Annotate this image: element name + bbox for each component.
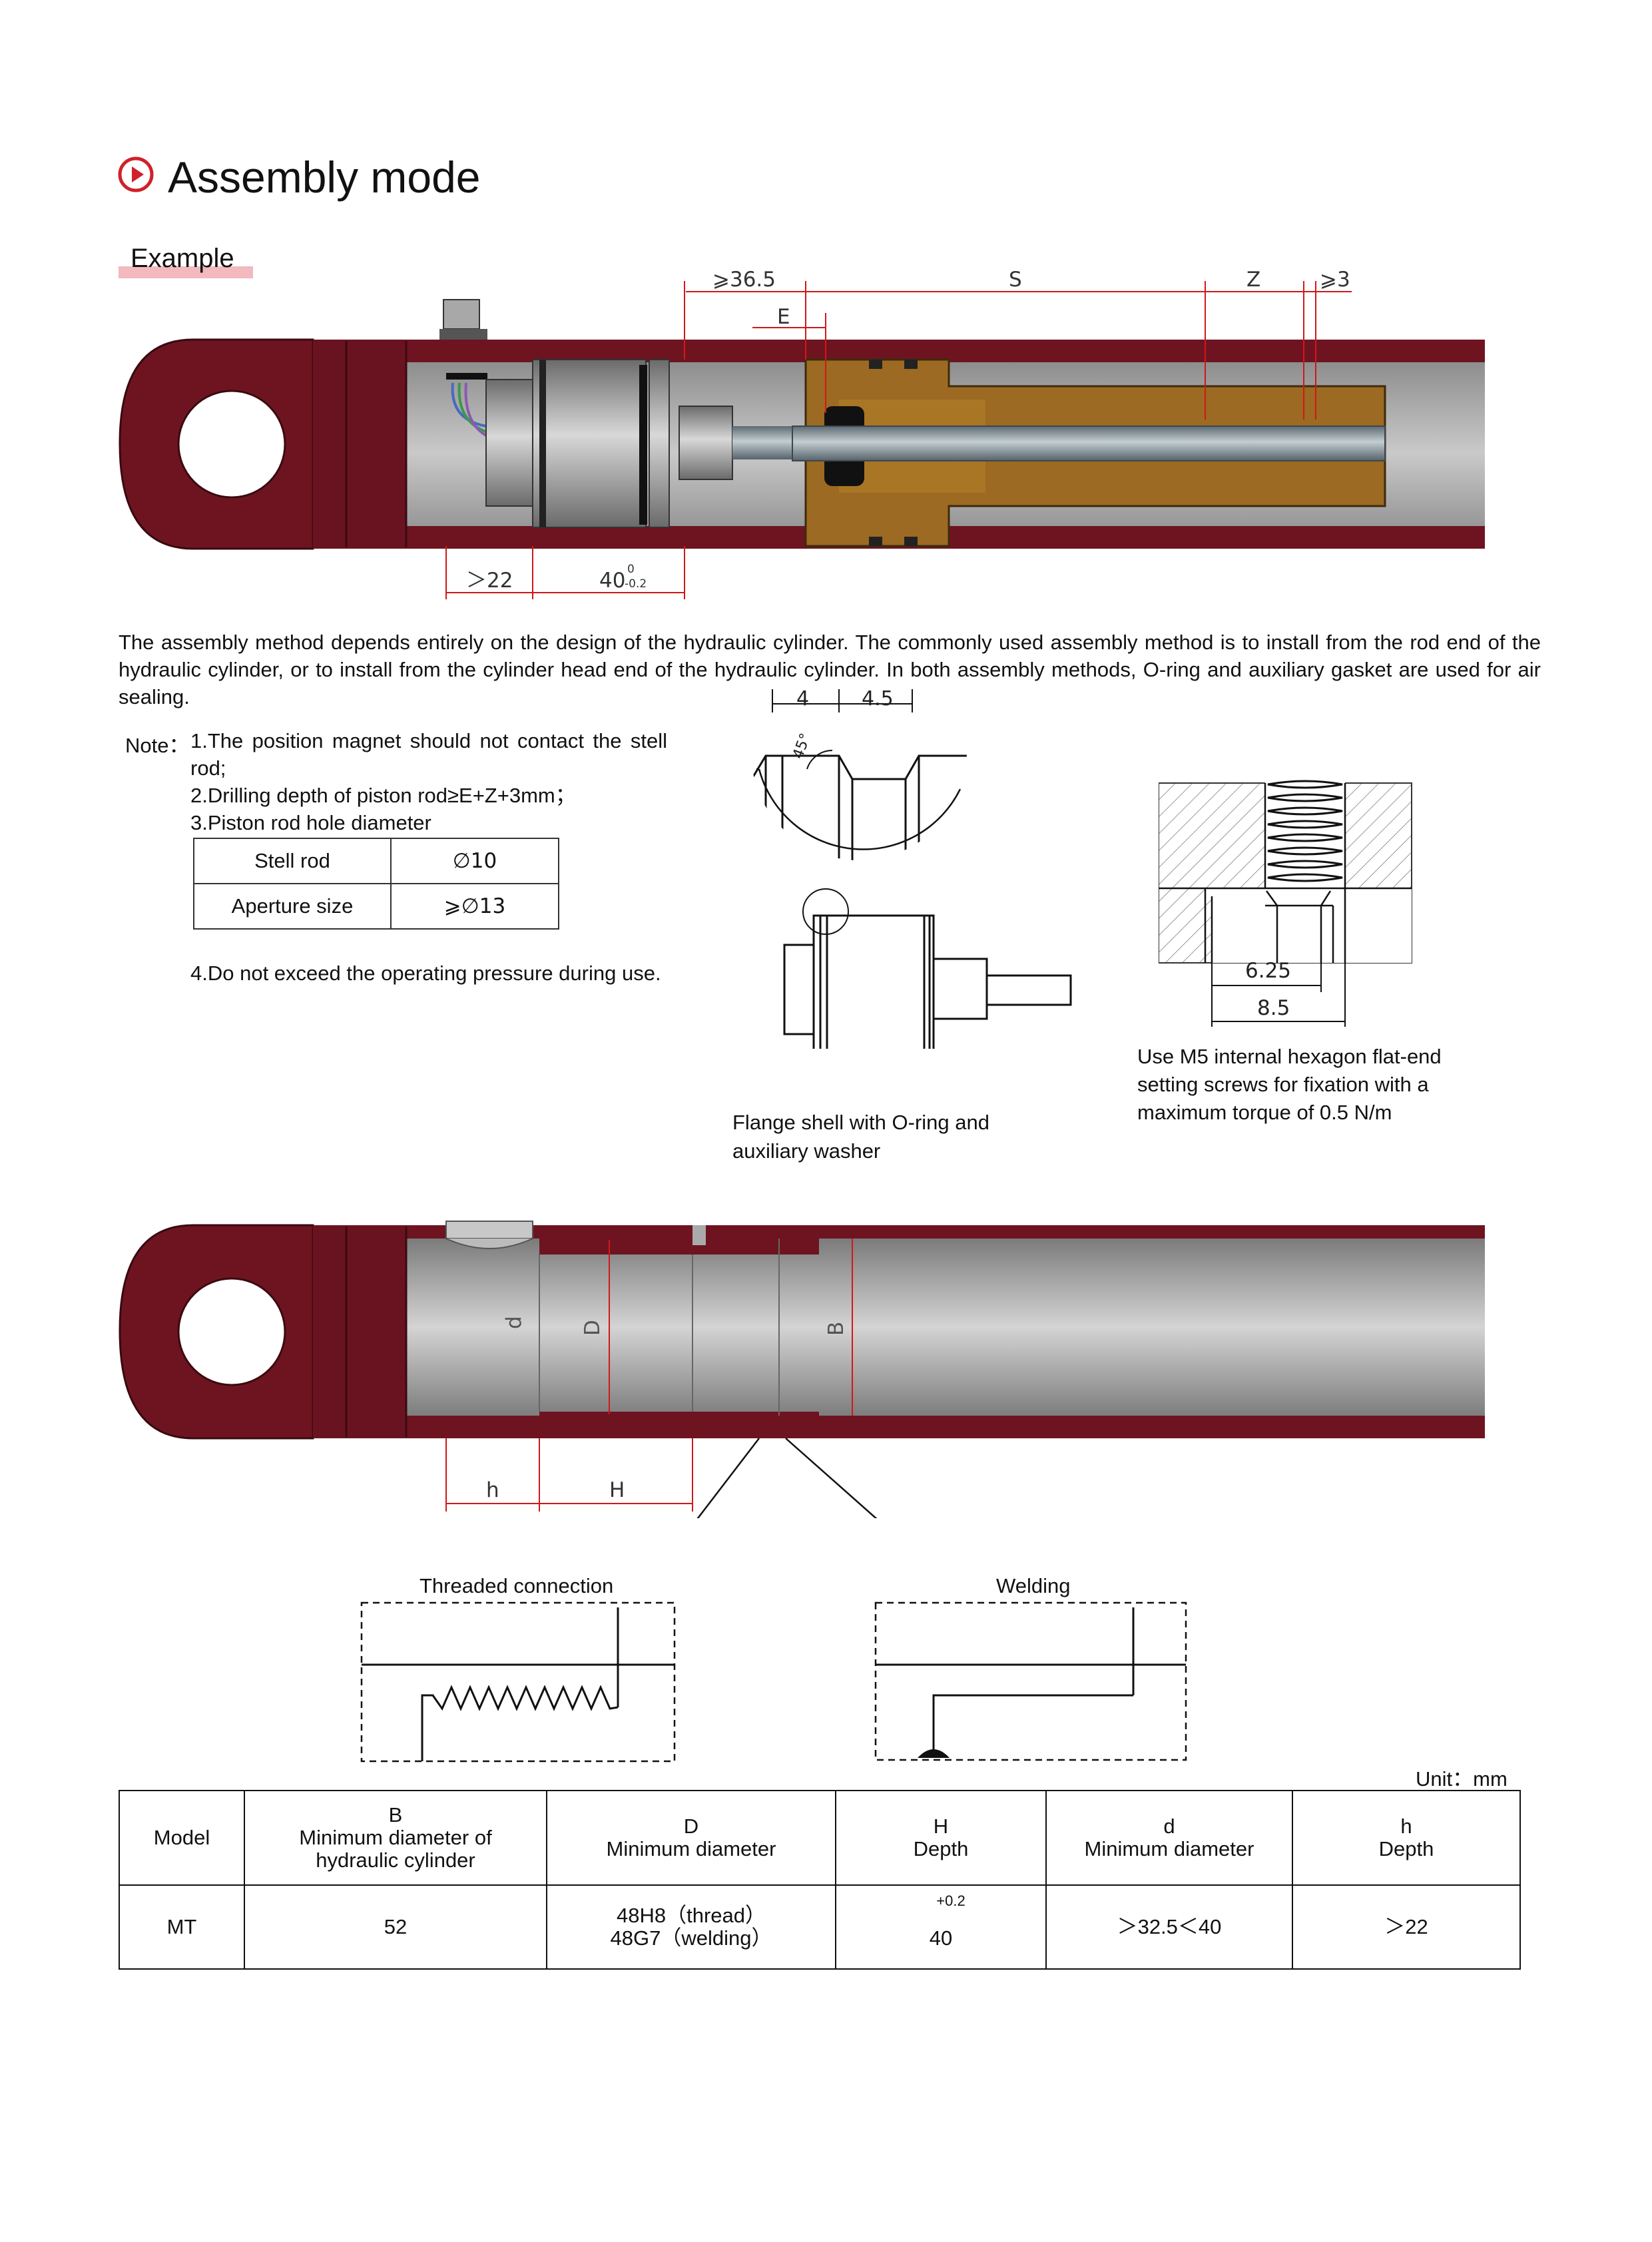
- screw-caption: Use M5 internal hexagon flat-end setting…: [1137, 1045, 1442, 1124]
- description-paragraph: The assembly method depends entirely on …: [119, 631, 1541, 708]
- dim-e: E: [777, 305, 790, 329]
- header-d: d Minimum diameter: [1045, 1790, 1293, 1886]
- spec-value: ⩾∅13: [390, 883, 559, 930]
- header-H: H Depth: [835, 1790, 1047, 1886]
- spec-label: Stell rod: [193, 838, 392, 884]
- play-circle-icon: [118, 156, 154, 192]
- page-title: Assembly mode: [168, 152, 481, 202]
- table-header-row: Model B Minimum diameter of hydraulic cy…: [119, 1790, 1521, 1886]
- piston-rod-spec-table: Stell rod ∅10 Aperture size ⩾∅13: [193, 838, 559, 930]
- top-cylinder-diagram: ⩾36.5 S Z ⩾3 E ＞22 40 0 -0.2: [119, 268, 1485, 599]
- section-underline: [119, 266, 253, 278]
- screw-dim-b: 8.5: [1257, 996, 1290, 1020]
- label-d: d: [502, 1316, 526, 1329]
- spec-value: ∅10: [390, 838, 559, 884]
- label-B: B: [824, 1322, 848, 1336]
- screw-dim-a: 6.25: [1245, 959, 1291, 983]
- flange-dim-b: 4.5: [862, 689, 894, 710]
- table-row: MT 52 48H8（thread） 48G7（welding） +0.2 40…: [119, 1884, 1521, 1970]
- flange-dim-a: 4: [796, 689, 809, 710]
- label-h: h: [486, 1478, 499, 1502]
- label-D: D: [581, 1320, 605, 1336]
- cell-H: +0.2 40: [835, 1884, 1047, 1970]
- spec-label: Aperture size: [193, 883, 392, 930]
- cell-h: ＞22: [1292, 1884, 1521, 1970]
- dim-3: ⩾3: [1320, 268, 1350, 292]
- note-2: 2.Drilling depth of piston rod≥E+Z+3mm；: [190, 784, 576, 807]
- section-label: Example: [131, 244, 234, 273]
- note-1: 1.The position magnet should not contact…: [190, 729, 667, 780]
- cell-D: 48H8（thread） 48G7（welding）: [546, 1884, 836, 1970]
- table-row: Stell rod ∅10: [193, 838, 559, 884]
- dim-36-5: ⩾36.5: [712, 268, 776, 292]
- dim-s: S: [1009, 268, 1022, 292]
- header-model: Model: [119, 1790, 245, 1886]
- unit-label: Unit：mm: [1416, 1767, 1508, 1791]
- note-label: Note：: [125, 734, 190, 757]
- dim-22: ＞22: [466, 569, 513, 593]
- flange-detail-diagram: 4 4.5 45°: [751, 689, 1072, 1049]
- threaded-connection-label: Threaded connection: [419, 1574, 614, 1597]
- cell-model: MT: [119, 1884, 245, 1970]
- model-dimension-table: Model B Minimum diameter of hydraulic cy…: [119, 1790, 1521, 1970]
- dim-40: 40: [599, 569, 625, 593]
- note-3: 3.Piston rod hole diameter: [190, 811, 431, 834]
- cell-b: 52: [244, 1884, 547, 1970]
- dim-z: Z: [1246, 268, 1260, 292]
- welding-diagram: [874, 1601, 1187, 1761]
- threaded-connection-diagram: [360, 1601, 676, 1763]
- dim-40-tol-bottom: -0.2: [625, 577, 647, 591]
- header-D: D Minimum diameter: [546, 1790, 836, 1886]
- header-b: B Minimum diameter of hydraulic cylinder: [244, 1790, 547, 1886]
- flange-caption: Flange shell with O-ring and auxiliary w…: [732, 1111, 989, 1163]
- header-h: h Depth: [1292, 1790, 1521, 1886]
- label-H: H: [609, 1478, 625, 1502]
- note-4: 4.Do not exceed the operating pressure d…: [190, 962, 661, 985]
- welding-label: Welding: [996, 1574, 1071, 1597]
- bottom-cylinder-diagram: d D B h H: [119, 1221, 1485, 1518]
- dim-40-tol-top: 0: [627, 563, 635, 576]
- screw-detail-diagram: 6.25 8.5: [1159, 776, 1412, 1027]
- notes-list: 1.The position magnet should not contact…: [190, 727, 667, 836]
- cell-d: ＞32.5＜40: [1045, 1884, 1293, 1970]
- table-row: Aperture size ⩾∅13: [193, 883, 559, 930]
